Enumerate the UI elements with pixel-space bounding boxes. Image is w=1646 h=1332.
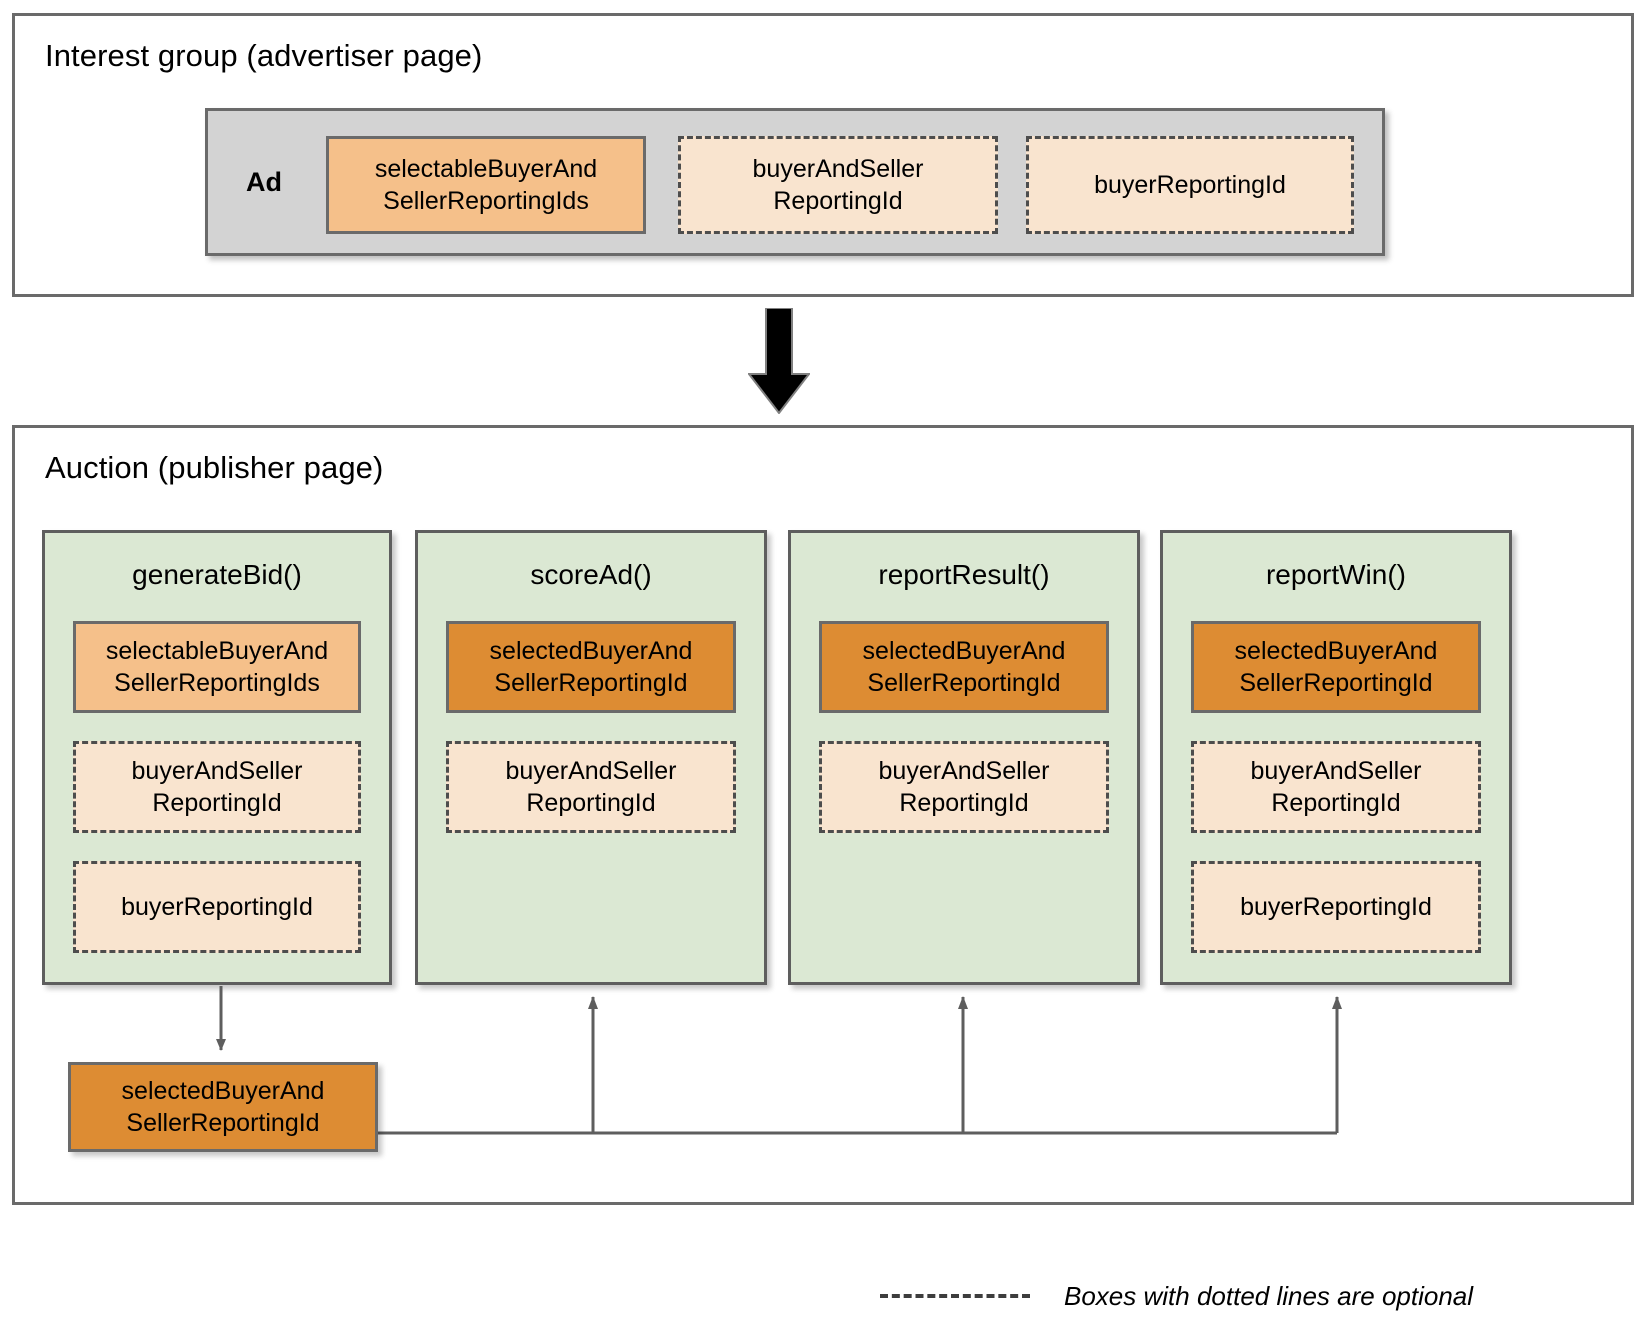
function-title-reportresult: reportResult(): [878, 559, 1050, 590]
legend: Boxes with dotted lines are optional: [880, 1276, 1600, 1316]
legend-text: Boxes with dotted lines are optional: [1064, 1280, 1474, 1311]
interest-group-panel: Interest group (advertiser page) Ad sele…: [12, 13, 1634, 297]
auction-title: Auction (publisher page): [45, 450, 384, 485]
function-title-scoread: scoreAd(): [530, 559, 652, 590]
slot: buyerReportingId: [1191, 861, 1481, 953]
interest-group-title: Interest group (advertiser page): [45, 38, 483, 73]
token-buyer-reporting-id: buyerReportingId: [1191, 861, 1481, 953]
function-title-generatebid: generateBid(): [132, 559, 302, 590]
ad-token-buyer-reporting-id: buyerReportingId: [1026, 136, 1354, 234]
slot: buyerReportingId: [73, 861, 361, 953]
function-title-reportwin: reportWin(): [1265, 559, 1406, 590]
interest-group-to-auction-arrow-icon: [748, 308, 810, 414]
token-buyer-reporting-id: buyerReportingId: [73, 861, 361, 953]
ad-label: Ad: [246, 167, 282, 197]
dashed-line-swatch-icon: [880, 1294, 1030, 1298]
